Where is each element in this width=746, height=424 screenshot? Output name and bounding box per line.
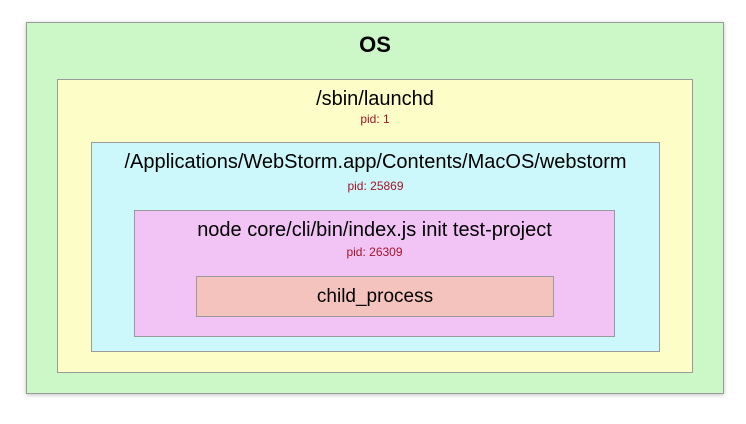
node-process-pid: pid: 26309 xyxy=(346,245,403,259)
child-process-title: child_process xyxy=(316,286,434,307)
launchd-pid: pid: 1 xyxy=(360,112,390,126)
child-process-box: child_process xyxy=(196,276,554,317)
os-title: OS xyxy=(359,32,391,57)
node-process-box: node core/cli/bin/index.js init test-pro… xyxy=(134,210,615,337)
launchd-title: /sbin/launchd xyxy=(316,88,434,110)
webstorm-pid: pid: 25869 xyxy=(347,179,404,193)
webstorm-title: /Applications/WebStorm.app/Contents/MacO… xyxy=(124,151,627,173)
node-process-title: node core/cli/bin/index.js init test-pro… xyxy=(197,219,552,241)
